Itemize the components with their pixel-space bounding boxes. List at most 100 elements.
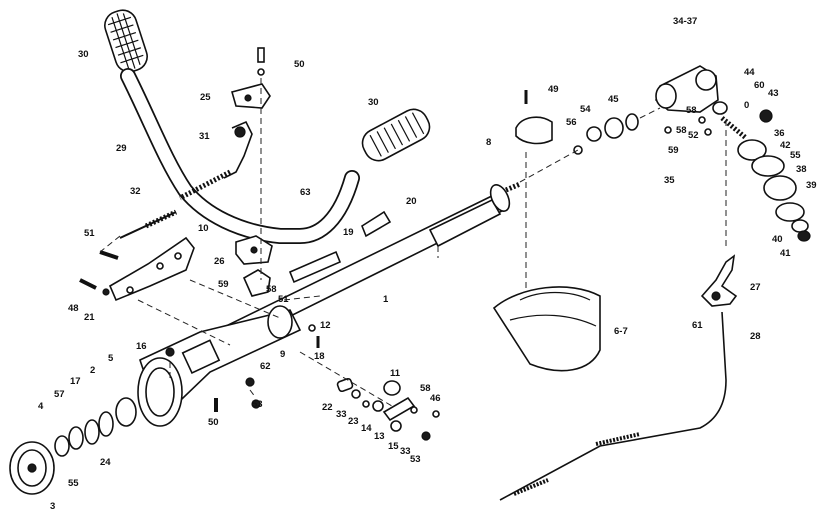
shaft-collar-24: [115, 397, 137, 427]
callout-24: 24: [100, 457, 111, 468]
throttle-cable-spring: [178, 169, 232, 201]
washer-58c: [698, 116, 706, 124]
callout-12: 12: [320, 320, 331, 331]
screw-16: [165, 347, 175, 357]
callout-58-right: 58: [420, 383, 431, 394]
callout-56: 56: [566, 117, 577, 128]
callout-40: 40: [772, 234, 783, 245]
callout-36: 36: [774, 128, 785, 139]
callout-58-mid: 58: [266, 284, 277, 295]
blade-adapter-stack: [737, 139, 811, 242]
callout-51-mid: 51: [278, 294, 289, 305]
handle-grip-right: [361, 108, 431, 162]
callout-1: 1: [383, 294, 389, 305]
throttle-trigger: [223, 120, 253, 179]
callout-57: 57: [54, 389, 65, 400]
callout-11: 11: [390, 368, 401, 379]
screw-62: [245, 377, 255, 387]
callout-21: 21: [84, 312, 95, 323]
callout-8: 8: [486, 137, 491, 148]
callout-59-head: 59: [668, 145, 679, 156]
callout-28: 28: [750, 331, 761, 342]
nut-43: [759, 109, 773, 123]
handle-clamp-top: [231, 83, 271, 109]
callout-2: 2: [90, 365, 95, 376]
callout-33-right: 33: [400, 446, 411, 457]
callout-27: 27: [750, 282, 761, 293]
handle-grip-left: [104, 9, 148, 73]
throttle-cable-32: [119, 209, 178, 239]
spacer-2: [98, 411, 114, 437]
small-parts-right: [336, 377, 440, 441]
washer-60: [712, 101, 728, 115]
callout-3: 3: [50, 501, 55, 512]
callout-42: 42: [780, 140, 791, 151]
callout-44: 44: [744, 67, 755, 78]
bearing-57: [68, 426, 84, 450]
callout-50-lower: 50: [208, 417, 219, 428]
callout-53-mid: 53: [252, 399, 263, 410]
callout-34-37: 34-37: [673, 16, 697, 27]
callout-55-right: 55: [790, 150, 801, 161]
callout-23: 23: [348, 416, 359, 427]
nut-53: [251, 399, 261, 409]
callout-39: 39: [806, 180, 817, 191]
ring-54: [586, 126, 602, 142]
throttle-cable-28: [499, 311, 727, 501]
callout-20: 20: [406, 196, 417, 207]
callout-35: 35: [664, 175, 675, 186]
callout-4: 4: [38, 401, 44, 412]
drive-tube-1: [216, 181, 521, 350]
callout-41: 41: [780, 248, 791, 259]
callout-63: 63: [300, 187, 311, 198]
nut-21: [102, 288, 110, 296]
handle-bracket-10: [108, 236, 195, 302]
bearing-45: [604, 117, 624, 139]
callout-9: 9: [280, 349, 285, 360]
callout-46: 46: [430, 393, 441, 404]
washer-58-top: [257, 68, 265, 76]
callout-10: 10: [198, 223, 209, 234]
callout-58-head: 58: [676, 125, 687, 136]
ring-56: [573, 145, 583, 155]
callout-33-left: 33: [336, 409, 347, 420]
callout-48: 48: [68, 303, 79, 314]
shield-6-7: [492, 286, 601, 372]
callout-54: 54: [580, 104, 591, 115]
callout-43: 43: [768, 88, 779, 99]
bolt-50: [257, 47, 265, 63]
bolt-51-left: [99, 250, 119, 260]
callout-30-right: 30: [368, 97, 379, 108]
handle-clamp-bottom: [235, 235, 273, 265]
decal-20: [361, 210, 392, 238]
washer-55: [54, 435, 70, 457]
callout-51-left: 51: [84, 228, 95, 239]
callout-labels: 30 50 25 30 31 29 63 32 20 10 19 51 26 5…: [38, 16, 817, 512]
washer-52: [704, 128, 712, 136]
callout-29: 29: [116, 143, 127, 154]
callout-50-top: 50: [294, 59, 305, 70]
callout-55-left: 55: [68, 478, 79, 489]
throttle-lever-27: [700, 254, 738, 307]
leader-lines: [99, 78, 727, 407]
clutch-drum-3: [9, 441, 55, 495]
callout-60: 60: [754, 80, 765, 91]
bearing-17: [84, 419, 100, 445]
clutch-housing: [137, 305, 302, 427]
callout-6-7: 6-7: [614, 326, 628, 337]
clamp-26: [242, 269, 271, 297]
callout-49: 49: [548, 84, 559, 95]
callout-0: 0: [744, 100, 749, 111]
callout-59-mid: 59: [218, 279, 229, 290]
bolt-48: [79, 278, 97, 290]
callout-30-left: 30: [78, 49, 89, 60]
callout-19: 19: [343, 227, 354, 238]
decal-19: [288, 250, 342, 284]
callout-52: 52: [688, 130, 699, 141]
callout-18: 18: [314, 351, 325, 362]
callout-16: 16: [136, 341, 147, 352]
screw-12: [308, 324, 316, 332]
callout-17: 17: [70, 376, 81, 387]
washer-45b: [625, 113, 639, 131]
callout-5: 5: [108, 353, 114, 364]
